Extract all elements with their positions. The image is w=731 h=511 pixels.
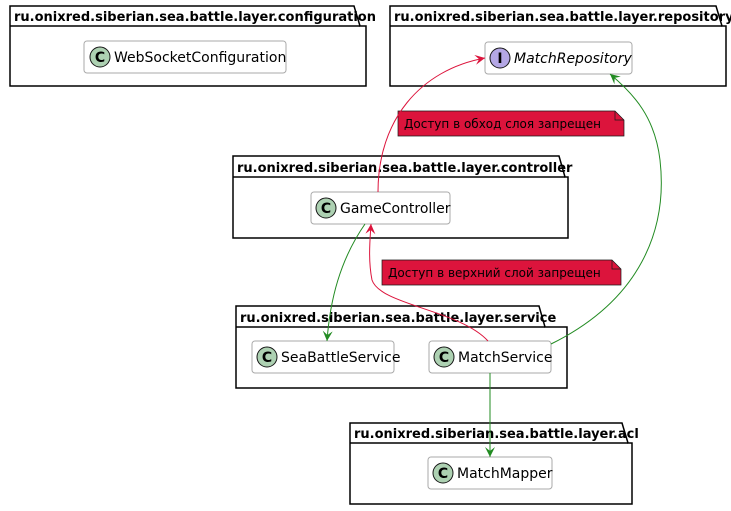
class-name: MatchMapper xyxy=(457,466,553,482)
class-matchservice[interactable]: C MatchService xyxy=(428,340,552,374)
class-name: WebSocketConfiguration xyxy=(114,50,286,66)
class-stereotype-icon xyxy=(433,346,455,368)
stereotype-glyph: C xyxy=(321,201,331,217)
package-title: ru.onixred.siberian.sea.battle.layer.con… xyxy=(237,161,573,176)
class-name: MatchService xyxy=(458,350,552,366)
stereotype-glyph: C xyxy=(438,466,448,482)
package-title: ru.onixred.siberian.sea.battle.layer.acl xyxy=(354,427,639,442)
note-text: Доступ в верхний слой запрещен xyxy=(388,266,601,280)
arrow-matchservice-to-matchrepository xyxy=(550,73,662,345)
interface-stereotype-icon xyxy=(489,47,511,69)
class-stereotype-icon xyxy=(432,462,454,484)
class-websocketconfiguration[interactable]: C WebSocketConfiguration xyxy=(83,40,287,74)
class-name: GameController xyxy=(340,201,451,217)
stereotype-glyph: C xyxy=(95,50,105,66)
note-bypass-forbidden: Доступ в обход слоя запрещен xyxy=(397,110,625,137)
class-name: SeaBattleService xyxy=(281,350,401,366)
stereotype-glyph: C xyxy=(262,350,272,366)
class-gamecontroller[interactable]: C GameController xyxy=(310,191,451,225)
stereotype-glyph: C xyxy=(439,350,449,366)
note-upper-forbidden: Доступ в верхний слой запрещен xyxy=(381,259,622,286)
arrow-gamecontroller-to-seabattleservice xyxy=(322,223,366,342)
package-title: ru.onixred.siberian.sea.battle.layer.rep… xyxy=(394,10,731,25)
package-title: ru.onixred.siberian.sea.battle.layer.con… xyxy=(14,10,376,25)
arrow-gamecontroller-to-matchrepository xyxy=(377,54,486,193)
arrow-matchservice-to-gamecontroller xyxy=(365,223,489,342)
class-matchmapper[interactable]: C MatchMapper xyxy=(427,456,553,490)
class-name: MatchRepository xyxy=(514,51,633,67)
note-text: Доступ в обход слоя запрещен xyxy=(404,117,601,131)
stereotype-glyph: I xyxy=(497,51,502,67)
class-seabattleservice[interactable]: C SeaBattleService xyxy=(251,340,401,374)
class-stereotype-icon xyxy=(315,197,337,219)
interface-matchrepository[interactable]: I MatchRepository xyxy=(484,41,633,75)
package-title: ru.onixred.siberian.sea.battle.layer.ser… xyxy=(240,311,556,326)
class-stereotype-icon xyxy=(89,46,111,68)
class-stereotype-icon xyxy=(256,346,278,368)
